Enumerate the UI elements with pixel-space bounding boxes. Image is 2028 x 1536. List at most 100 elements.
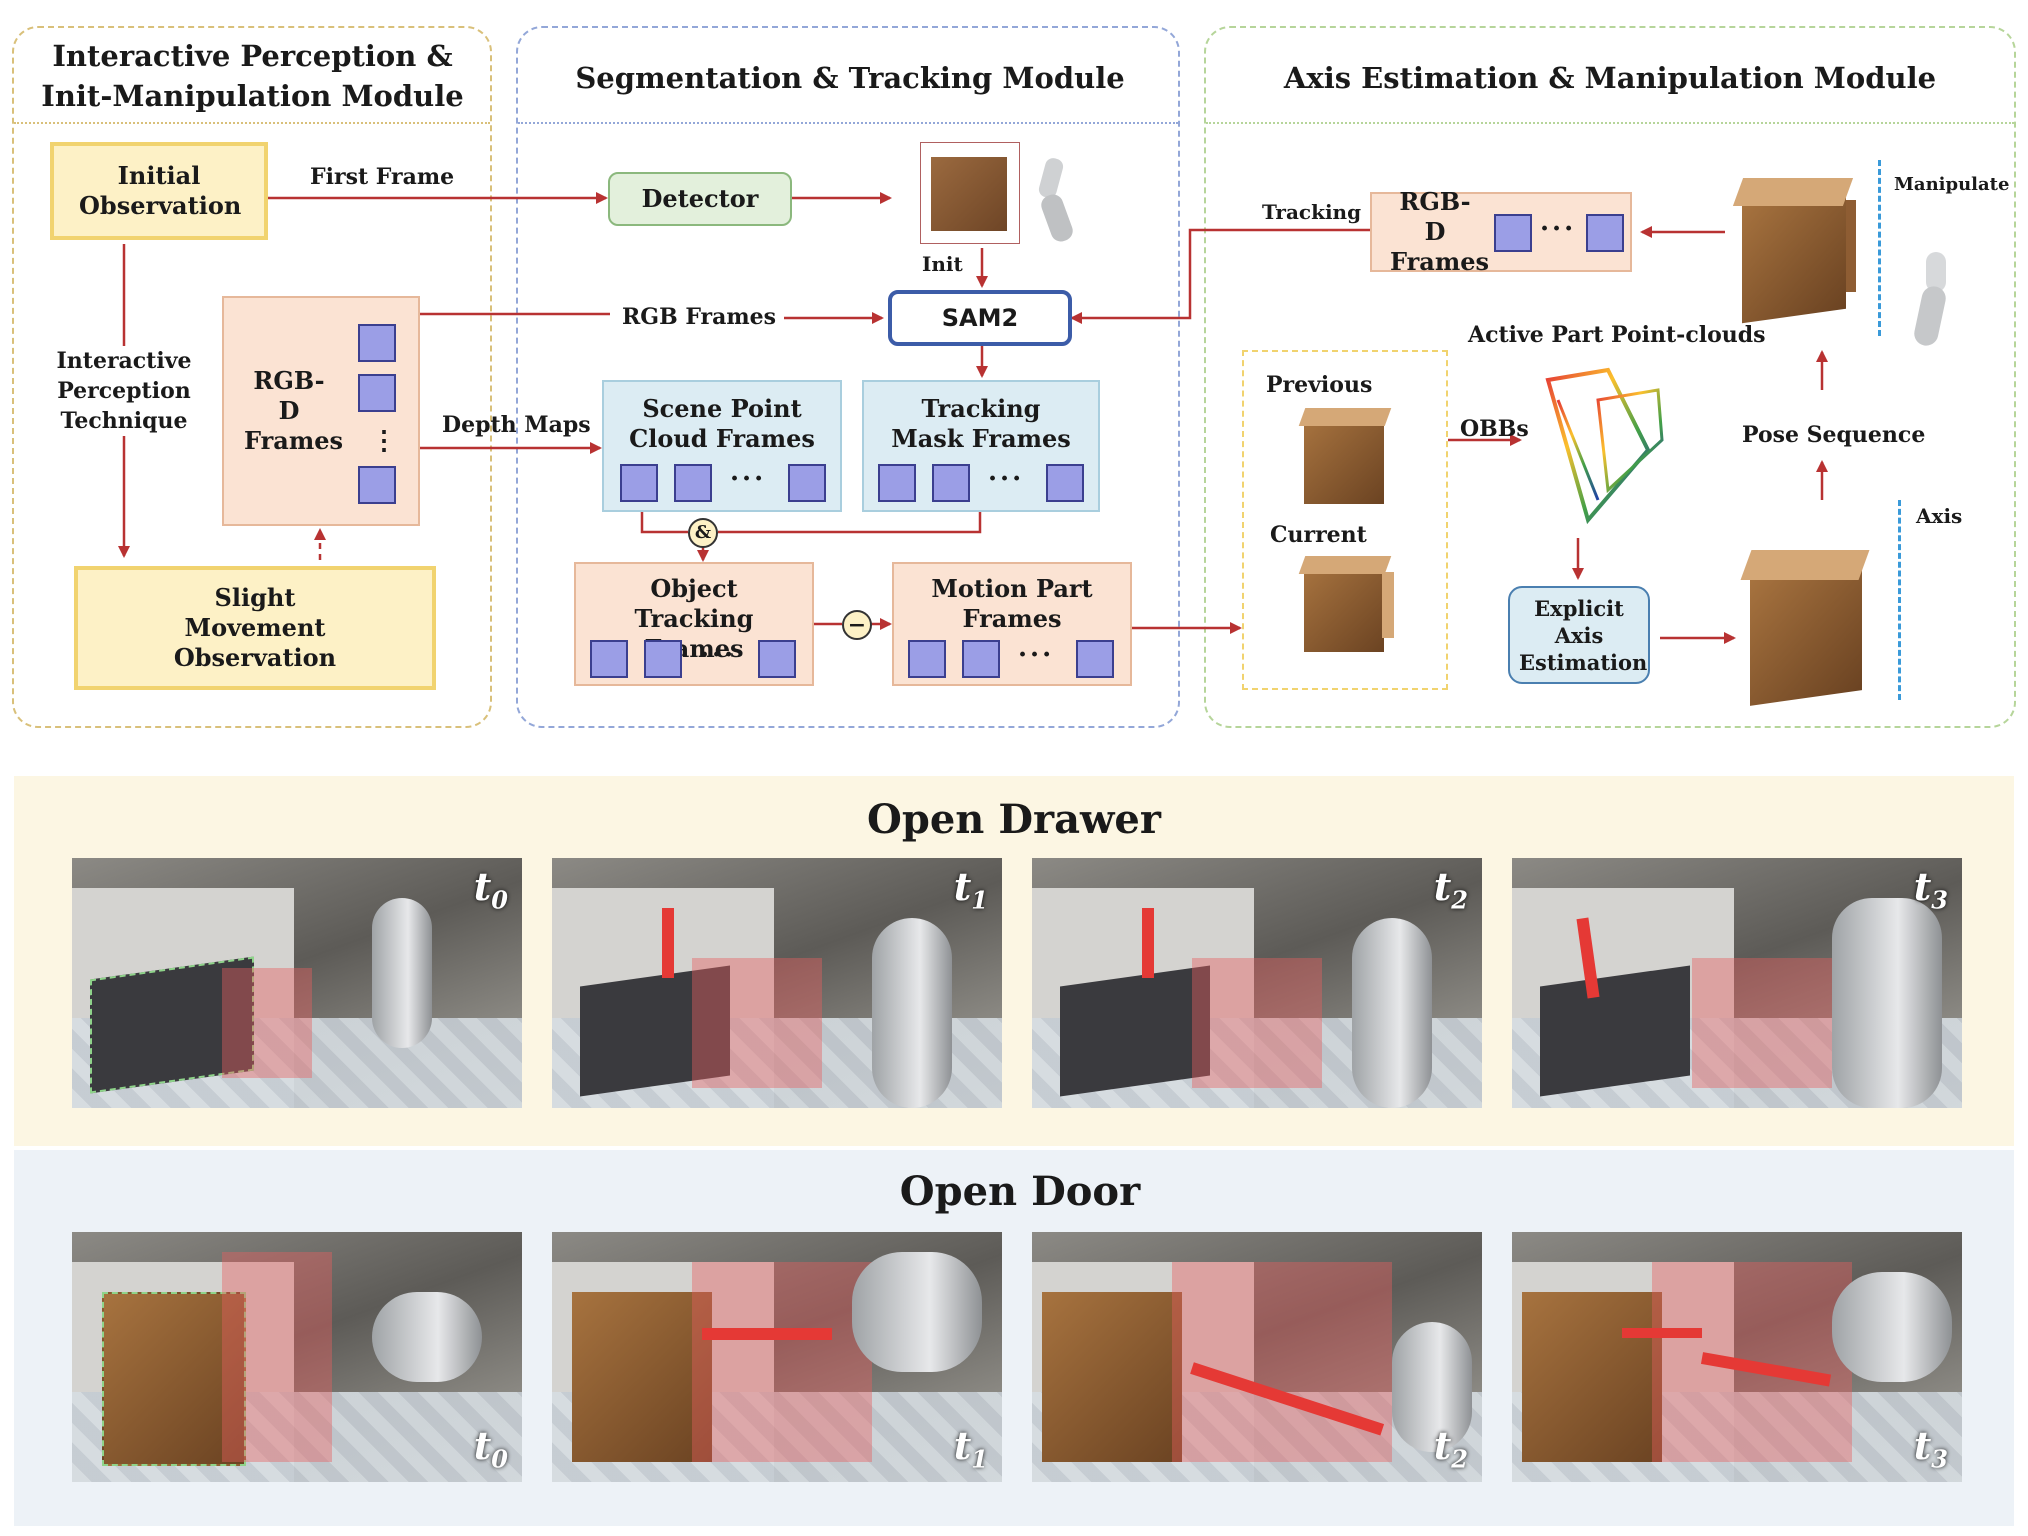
tracking-label: Tracking — [1262, 200, 1362, 224]
frame-square — [788, 464, 826, 502]
module3-divider — [1206, 122, 2014, 124]
time-base: t — [473, 1423, 492, 1469]
slight-movement-label: Slight Movement Observation — [173, 583, 337, 672]
scene-point-cloud-label: Scene Point Cloud Frames — [629, 394, 815, 453]
explicit-axis-label: Explicit Axis Estimation — [1519, 595, 1648, 675]
initial-observation-block: Initial Observation — [50, 142, 268, 240]
ellipsis: ··· — [1018, 640, 1055, 670]
time-label: t1 — [954, 864, 988, 915]
rgb-frames-label: RGB Frames — [622, 304, 777, 330]
drawer-photo-t2: t2 — [1032, 858, 1482, 1108]
frame-square — [620, 464, 658, 502]
pointcloud-svg — [1545, 367, 1664, 525]
robot-arm-top — [1900, 252, 1964, 350]
frame-square — [1586, 214, 1624, 252]
module-axis-estimation-title: Axis Estimation & Manipulation Module — [1283, 61, 1937, 95]
time-label: t1 — [954, 1423, 988, 1474]
open-drawer-title: Open Drawer — [867, 796, 1161, 843]
open-door-title: Open Door — [899, 1168, 1141, 1215]
time-sub: 2 — [1451, 1445, 1468, 1474]
robot-arm-thumbnail — [1036, 156, 1076, 245]
frame-square — [358, 324, 396, 362]
axis-line-bottom — [1898, 500, 1904, 700]
init-frame-image — [920, 142, 1020, 244]
current-cabinet-image — [1296, 548, 1406, 658]
interactive-technique-text: Interactive Perception Technique — [56, 348, 192, 434]
module-interactive-perception — [12, 26, 492, 728]
manipulate-label: Manipulate — [1894, 174, 2010, 195]
module-interactive-perception-title: Interactive Perception & Init-Manipulati… — [41, 39, 464, 113]
drawer-photo-t3: t3 — [1512, 858, 1962, 1108]
detector-block: Detector — [608, 172, 792, 226]
frame-square — [932, 464, 970, 502]
time-base: t — [473, 864, 492, 909]
time-label: t0 — [474, 864, 508, 915]
time-base: t — [953, 1423, 972, 1469]
drawer-photo-t1: t1 — [552, 858, 1002, 1108]
axis-line-top — [1878, 160, 1884, 336]
module-segmentation-tracking — [516, 26, 1180, 728]
obbs-label: OBBs — [1460, 416, 1529, 442]
tracking-mask-label: Tracking Mask Frames — [891, 394, 1071, 453]
current-label: Current — [1270, 522, 1367, 548]
manipulate-cabinet-image — [1728, 160, 1878, 338]
ellipsis: ··· — [700, 640, 737, 670]
time-label: t3 — [1914, 864, 1948, 915]
initial-observation-label: Initial Observation — [79, 161, 242, 220]
time-base: t — [1433, 864, 1452, 909]
time-base: t — [1913, 1423, 1932, 1469]
ellipsis: ··· — [730, 464, 767, 494]
time-sub: 3 — [1931, 885, 1948, 915]
frame-square — [644, 640, 682, 678]
explicit-axis-block: Explicit Axis Estimation — [1508, 586, 1650, 684]
vertical-ellipsis: ⋮ — [371, 426, 397, 456]
depth-maps-label: Depth Maps — [442, 412, 591, 438]
drawer-photo-t0: t0 — [72, 858, 522, 1108]
time-base: t — [953, 864, 972, 909]
and-operator: & — [688, 518, 718, 548]
detector-label: Detector — [641, 184, 759, 213]
previous-current-box — [1242, 350, 1448, 690]
time-base: t — [1433, 1423, 1452, 1469]
frame-square — [1046, 464, 1084, 502]
door-photo-t1: t1 — [552, 1232, 1002, 1482]
slight-movement-block: Slight Movement Observation — [74, 566, 436, 690]
ellipsis: ··· — [1540, 214, 1577, 244]
time-sub: 0 — [491, 1445, 508, 1474]
axis-label: Axis — [1916, 504, 1963, 528]
motion-part-label: Motion Part Frames — [931, 574, 1093, 633]
module-segmentation-tracking-title: Segmentation & Tracking Module — [575, 61, 1125, 95]
rgbd-frames-label: RGB-D Frames — [244, 366, 343, 455]
time-sub: 1 — [971, 1445, 988, 1474]
rgbd-frames-right-label: RGB-D Frames — [1390, 187, 1489, 276]
active-part-pointcloud — [1538, 360, 1668, 530]
time-label: t3 — [1914, 1423, 1948, 1474]
time-label: t2 — [1434, 864, 1468, 915]
frame-square — [1494, 214, 1532, 252]
previous-label: Previous — [1266, 372, 1373, 398]
time-sub: 3 — [1931, 1445, 1948, 1474]
frame-square — [674, 464, 712, 502]
time-label: t0 — [474, 1423, 508, 1474]
frame-square — [908, 640, 946, 678]
frame-square — [758, 640, 796, 678]
sam2-block: SAM2 — [888, 290, 1072, 346]
axis-cabinet-image — [1740, 530, 1890, 706]
active-part-label: Active Part Point-clouds — [1468, 322, 1766, 348]
interactive-technique-label: Interactive Perception Technique — [50, 346, 198, 436]
frame-square — [358, 374, 396, 412]
time-base: t — [1913, 864, 1932, 909]
frame-square — [358, 466, 396, 504]
module-axis-estimation — [1204, 26, 2016, 728]
time-sub: 0 — [491, 885, 508, 915]
time-sub: 1 — [971, 885, 988, 915]
ellipsis: ··· — [988, 464, 1025, 494]
sam2-label: SAM2 — [941, 304, 1019, 332]
minus-operator-symbol: − — [847, 612, 867, 638]
frame-square — [590, 640, 628, 678]
module1-divider — [14, 122, 490, 124]
init-label: Init — [922, 252, 963, 276]
minus-operator: − — [842, 610, 872, 640]
pose-sequence-label: Pose Sequence — [1742, 422, 1926, 448]
door-photo-t0: t0 — [72, 1232, 522, 1482]
